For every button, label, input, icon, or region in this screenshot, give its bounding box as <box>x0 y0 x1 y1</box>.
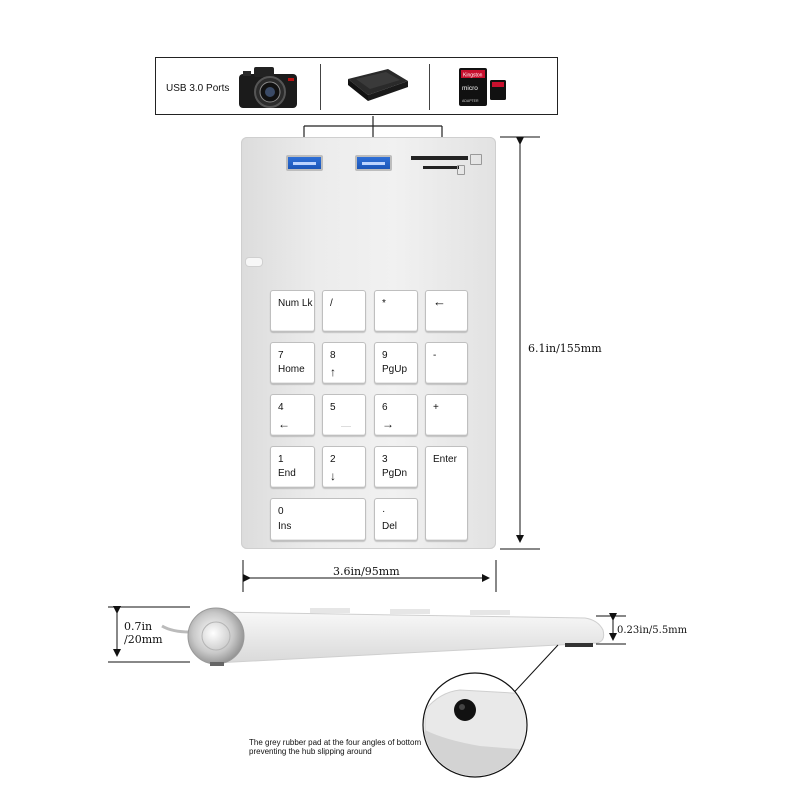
camera-icon <box>239 67 297 108</box>
key-5-bump <box>341 426 351 427</box>
key-dot[interactable]: · Del <box>374 498 418 541</box>
banner-divider <box>320 64 321 110</box>
led-indicator <box>245 257 263 267</box>
microsd-card-icon: Kingston micro ADAPTER <box>459 68 506 106</box>
note-line-1: The grey rubber pad at the four angles o… <box>249 738 422 747</box>
key-minus[interactable]: - <box>425 342 468 384</box>
key-backspace[interactable]: ← <box>425 290 468 332</box>
note-line-2: preventing the hub slipping around <box>249 747 372 756</box>
key-0[interactable]: 0 Ins <box>270 498 366 541</box>
tf-icon <box>457 165 465 175</box>
key-enter[interactable]: Enter <box>425 446 468 541</box>
key-slash[interactable]: / <box>322 290 366 332</box>
key-2[interactable]: 2 ↓ <box>322 446 366 488</box>
sd-icon <box>470 154 482 165</box>
key-8[interactable]: 8 ↑ <box>322 342 366 384</box>
width-dimension: 3.6in/95mm <box>333 565 400 578</box>
side-height-inches: 0.7in <box>124 620 153 633</box>
tf-card-slot <box>423 166 459 169</box>
rubber-pad-zoom <box>422 672 528 778</box>
height-dimension: 6.1in/155mm <box>528 342 602 355</box>
banner-divider <box>429 64 430 110</box>
key-9[interactable]: 9 PgUp <box>374 342 418 384</box>
key-asterisk[interactable]: * <box>374 290 418 332</box>
key-1[interactable]: 1 End <box>270 446 315 488</box>
front-height-dimension: 0.23in/5.5mm <box>617 625 688 636</box>
usb-port-1 <box>286 155 323 171</box>
key-plus[interactable]: + <box>425 394 468 436</box>
side-height-mm: /20mm <box>124 633 163 646</box>
device-banner: USB 3.0 Ports Kingston micro ADAPTER <box>155 57 558 115</box>
rubber-pad-note: The grey rubber pad at the four angles o… <box>249 738 421 756</box>
key-5[interactable]: 5 <box>322 394 366 436</box>
hard-drive-icon <box>348 69 408 101</box>
key-numlk[interactable]: Num Lk <box>270 290 315 332</box>
sd-adapter-text: ADAPTER <box>462 99 479 103</box>
usb-port-2 <box>355 155 392 171</box>
usb-ports-label: USB 3.0 Ports <box>166 83 230 94</box>
key-3[interactable]: 3 PgDn <box>374 446 418 488</box>
key-6[interactable]: 6 → <box>374 394 418 436</box>
key-4[interactable]: 4 ← <box>270 394 315 436</box>
key-7[interactable]: 7 Home <box>270 342 315 384</box>
sd-card-slot <box>411 156 468 160</box>
sd-brand-text: Kingston <box>463 73 483 79</box>
sd-micro-text: micro <box>462 85 478 92</box>
